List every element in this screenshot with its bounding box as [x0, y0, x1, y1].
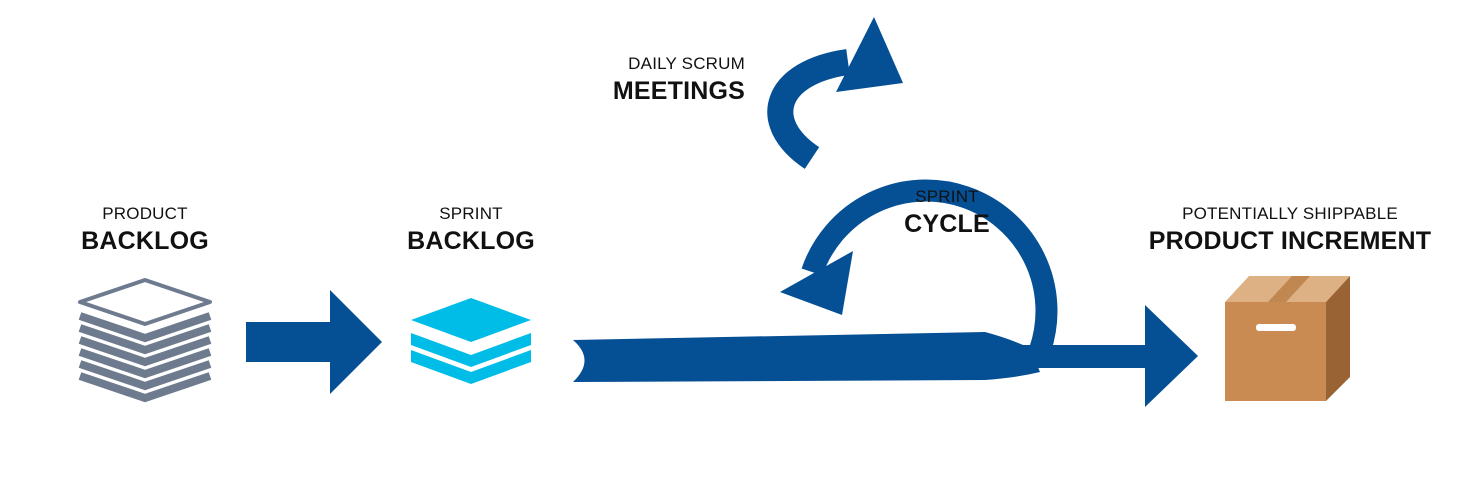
product-backlog-label: PRODUCT BACKLOG	[45, 205, 245, 254]
sprint-cycle-label-small: SPRINT	[915, 187, 979, 206]
product-backlog-label-big: BACKLOG	[81, 227, 209, 255]
stack-layer	[411, 333, 531, 367]
increment-label: POTENTIALLY SHIPPABLE PRODUCT INCREMENT	[1115, 205, 1465, 254]
sprint-flow-wedge	[573, 332, 1040, 382]
daily-scrum-label-small: DAILY SCRUM	[628, 54, 745, 73]
box-front	[1225, 302, 1326, 401]
daily-scrum-label-big: MEETINGS	[612, 77, 745, 105]
arrow-to-sprint-backlog	[246, 290, 382, 394]
arrow-to-increment	[1018, 305, 1198, 407]
product-backlog-label-small: PRODUCT	[102, 204, 188, 223]
sheet-layer	[78, 372, 212, 403]
sheet-layer	[78, 360, 212, 391]
daily-scrum-arrowhead	[836, 17, 903, 92]
sheet-layer	[78, 312, 212, 343]
sprint-cycle-label-big: CYCLE	[904, 210, 990, 238]
increment-label-big: PRODUCT INCREMENT	[1148, 227, 1432, 255]
sprint-cycle-loop	[801, 179, 1058, 354]
sheet-layer	[78, 324, 212, 355]
box-handle-slot	[1256, 324, 1296, 331]
product-backlog-stack-icon	[78, 278, 212, 403]
daily-scrum-label: DAILY SCRUM MEETINGS	[560, 55, 745, 104]
sprint-backlog-label: SPRINT BACKLOG	[371, 205, 571, 254]
stack-top	[411, 298, 531, 342]
sheet-layers	[78, 312, 212, 403]
cardboard-box-icon	[1225, 276, 1350, 401]
sheet-top	[78, 278, 212, 326]
box-side	[1326, 276, 1350, 401]
sprint-cycle-label: SPRINT CYCLE	[862, 188, 1032, 237]
sprint-backlog-stack-icon	[411, 298, 531, 384]
sprint-cycle-arrowhead	[780, 251, 853, 315]
daily-scrum-loop	[767, 49, 851, 169]
stack-layer	[411, 350, 531, 384]
box-tape	[1268, 276, 1310, 302]
sprint-backlog-label-big: BACKLOG	[407, 227, 535, 255]
sprint-backlog-label-small: SPRINT	[439, 204, 503, 223]
sheet-layer	[78, 336, 212, 367]
sheet-layer	[78, 348, 212, 379]
increment-label-small: POTENTIALLY SHIPPABLE	[1182, 204, 1398, 223]
